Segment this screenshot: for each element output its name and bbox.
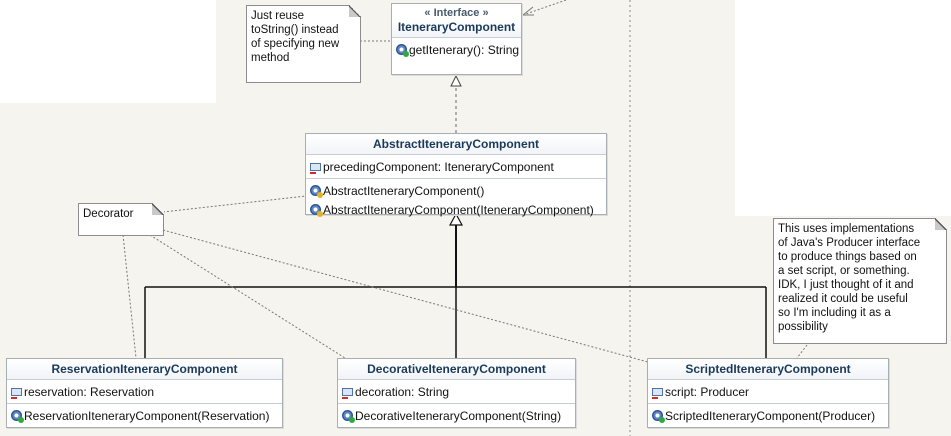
- realization-arrowhead: [450, 74, 462, 87]
- canvas-region-right: [735, 0, 951, 216]
- method-row[interactable]: ReservationIteneraryComponent(Reservatio…: [11, 406, 278, 425]
- note-link-decorator-scripted: [162, 229, 649, 363]
- note-tostring[interactable]: Just reuse toString() instead of specify…: [246, 5, 361, 83]
- interface-itenerary-component[interactable]: « Interface » IteneraryComponent getIten…: [391, 3, 522, 75]
- methods-compartment: ReservationIteneraryComponent(Reservatio…: [7, 403, 282, 427]
- note-producer[interactable]: This uses implementations of Java's Prod…: [773, 218, 947, 344]
- field-icon: [652, 388, 663, 399]
- note-fold-icon: [152, 203, 164, 215]
- note-link-producer: [796, 344, 808, 359]
- note-decorator[interactable]: Decorator: [78, 203, 164, 236]
- field-icon: [310, 163, 321, 174]
- class-name: AbstractIteneraryComponent: [306, 134, 606, 154]
- methods-compartment: AbstractIteneraryComponent() AbstractIte…: [306, 178, 606, 221]
- stereotype-label: « Interface »: [424, 7, 489, 19]
- class-name: DecorativeIteneraryComponent: [338, 359, 575, 379]
- field-signature: script: Producer: [665, 384, 750, 399]
- dependency-arrowhead: [521, 6, 534, 16]
- methods-compartment: ScriptedIteneraryComponent(Producer): [648, 403, 888, 427]
- constructor-icon: [310, 204, 323, 217]
- class-name: ReservationIteneraryComponent: [7, 359, 282, 379]
- field-row[interactable]: decoration: String: [342, 382, 571, 401]
- field-icon: [11, 388, 22, 399]
- method-signature: AbstractIteneraryComponent(): [323, 183, 485, 198]
- field-signature: reservation: Reservation: [24, 384, 155, 399]
- method-signature: ReservationIteneraryComponent(Reservatio…: [24, 408, 270, 423]
- class-decorative-itenerary-component[interactable]: DecorativeIteneraryComponent decoration:…: [337, 358, 576, 428]
- fields-compartment: reservation: Reservation: [7, 379, 282, 403]
- method-row[interactable]: ScriptedIteneraryComponent(Producer): [652, 406, 884, 425]
- dependency-line: [522, 0, 567, 16]
- note-text: Decorator: [83, 208, 134, 220]
- note-fold-icon: [349, 5, 361, 17]
- note-link-decorator-decorative: [149, 234, 346, 359]
- field-row[interactable]: precedingComponent: IteneraryComponent: [310, 157, 602, 176]
- field-row[interactable]: reservation: Reservation: [11, 382, 278, 401]
- methods-compartment: DecorativeIteneraryComponent(String): [338, 403, 575, 427]
- method-icon: [396, 44, 409, 57]
- note-text: This uses implementations of Java's Prod…: [778, 223, 921, 333]
- field-icon: [342, 388, 353, 399]
- method-signature: getItenerary(): String: [409, 42, 520, 57]
- fields-compartment: precedingComponent: IteneraryComponent: [306, 154, 606, 178]
- note-text: Just reuse toString() instead of specify…: [251, 10, 340, 64]
- class-reservation-itenerary-component[interactable]: ReservationIteneraryComponent reservatio…: [6, 358, 283, 428]
- method-icon: [342, 410, 355, 423]
- class-name: IteneraryComponent: [392, 19, 521, 37]
- method-icon: [11, 410, 24, 423]
- canvas-region-left: [0, 0, 216, 103]
- fields-compartment: script: Producer: [648, 379, 888, 403]
- generalization-arrowhead: [448, 212, 464, 226]
- method-row[interactable]: AbstractIteneraryComponent(): [310, 181, 602, 200]
- fields-compartment: decoration: String: [338, 379, 575, 403]
- method-signature: ScriptedIteneraryComponent(Producer): [665, 408, 876, 423]
- field-row[interactable]: script: Producer: [652, 382, 884, 401]
- constructor-icon: [310, 185, 323, 198]
- class-name: ScriptedIteneraryComponent: [648, 359, 888, 379]
- method-row[interactable]: getItenerary(): String: [396, 40, 520, 59]
- method-row[interactable]: DecorativeIteneraryComponent(String): [342, 406, 571, 425]
- methods-compartment: getItenerary(): String: [392, 37, 521, 61]
- field-signature: precedingComponent: IteneraryComponent: [323, 159, 554, 174]
- note-fold-icon: [935, 218, 947, 230]
- field-signature: decoration: String: [355, 384, 450, 399]
- method-icon: [652, 410, 665, 423]
- method-row[interactable]: AbstractIteneraryComponent(IteneraryComp…: [310, 200, 602, 219]
- method-signature: AbstractIteneraryComponent(IteneraryComp…: [323, 202, 594, 217]
- note-link-decorator-reservation: [122, 234, 137, 359]
- method-signature: DecorativeIteneraryComponent(String): [355, 408, 562, 423]
- note-link-decorator-abstract: [162, 195, 307, 213]
- class-abstract-itenerary-component[interactable]: AbstractIteneraryComponent precedingComp…: [305, 133, 607, 217]
- class-scripted-itenerary-component[interactable]: ScriptedIteneraryComponent script: Produ…: [647, 358, 889, 428]
